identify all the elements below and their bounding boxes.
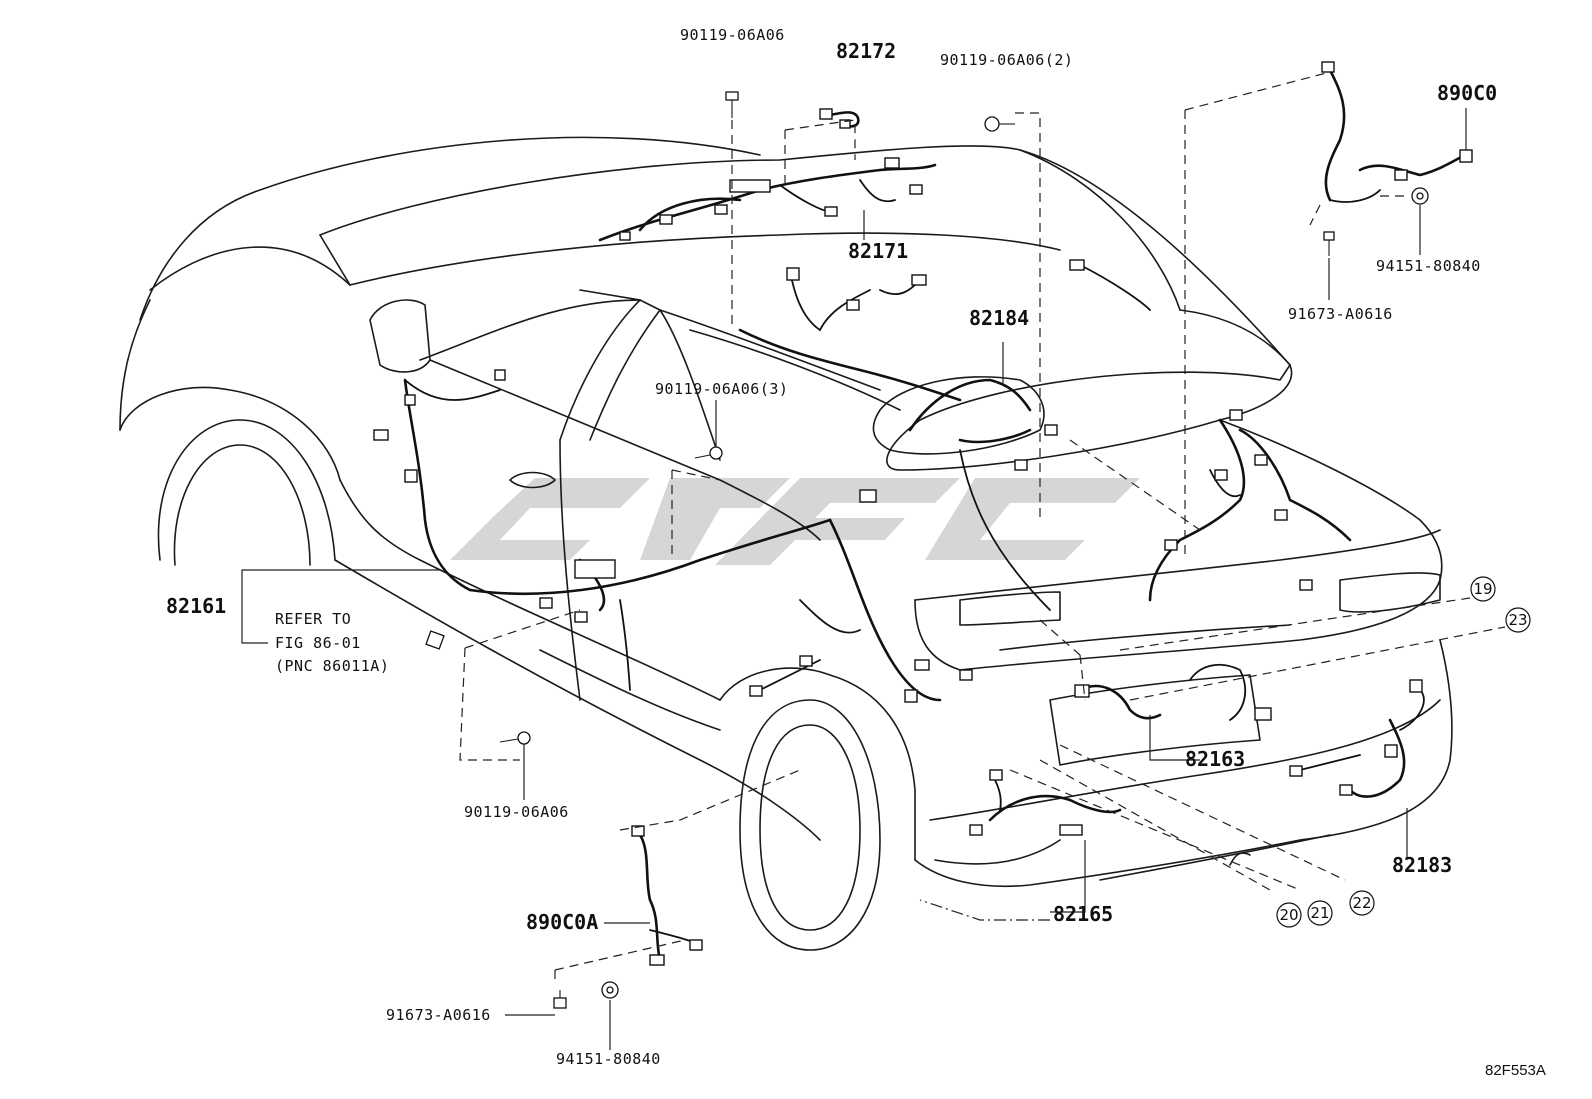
bolt-icon (694, 446, 723, 460)
label-90119-06a06-top: 90119-06A06 (680, 26, 785, 44)
vehicle-body-outline (119, 136, 1453, 951)
bolt-icon (553, 990, 567, 1009)
part-labels: 90119-06A06 82172 90119-06A06(2) 890C0 8… (166, 26, 1497, 1068)
label-890c0a: 890C0A (526, 910, 598, 934)
label-82161: 82161 (166, 594, 226, 618)
svg-text:19: 19 (1473, 580, 1492, 598)
clip-icon (1411, 187, 1429, 205)
bolt-icon (1323, 231, 1335, 256)
ref-circle-23: 23 (1505, 607, 1531, 633)
reference-circles: 19 23 20 21 22 (1276, 576, 1531, 928)
label-90119-06a06-3: 90119-06A06(3) (655, 380, 788, 398)
reference-note-line2: FIG 86-01 (275, 634, 361, 652)
reference-note-line3: (PNC 86011A) (275, 657, 389, 675)
watermark-logo (450, 478, 1140, 565)
label-82183: 82183 (1392, 853, 1452, 877)
leader-lines (241, 108, 1467, 1050)
label-82171: 82171 (848, 239, 908, 263)
svg-text:20: 20 (1279, 906, 1298, 924)
bolt-icon (499, 731, 531, 745)
clip-icon (601, 981, 619, 999)
label-90119-06a06-bottom: 90119-06A06 (464, 803, 569, 821)
label-890c0: 890C0 (1437, 81, 1497, 105)
ref-circle-19: 19 (1470, 576, 1496, 602)
svg-text:23: 23 (1508, 611, 1527, 629)
label-82184: 82184 (969, 306, 1029, 330)
ref-circle-22: 22 (1349, 890, 1375, 916)
ref-circle-21: 21 (1307, 900, 1333, 926)
label-82163: 82163 (1185, 747, 1245, 771)
reference-note-line1: REFER TO (275, 610, 351, 628)
label-91673-a0616-bottom: 91673-A0616 (386, 1006, 491, 1024)
label-82172: 82172 (836, 39, 896, 63)
label-94151-80840-top: 94151-80840 (1376, 257, 1481, 275)
ref-circle-20: 20 (1276, 902, 1302, 928)
sensor-icon (425, 630, 445, 650)
fasteners (425, 91, 1429, 1009)
svg-text:22: 22 (1352, 894, 1371, 912)
label-94151-80840-bottom: 94151-80840 (556, 1050, 661, 1068)
label-82165: 82165 (1053, 902, 1113, 926)
diagram-code: 82F553A (1485, 1062, 1546, 1079)
label-91673-a0616-top: 91673-A0616 (1288, 305, 1393, 323)
wire-harnesses (373, 61, 1473, 966)
reference-lines (459, 71, 1506, 985)
svg-text:21: 21 (1310, 904, 1329, 922)
label-90119-06a06-2: 90119-06A06(2) (940, 51, 1073, 69)
bolt-icon (984, 116, 1015, 132)
bolt-icon (725, 91, 739, 118)
